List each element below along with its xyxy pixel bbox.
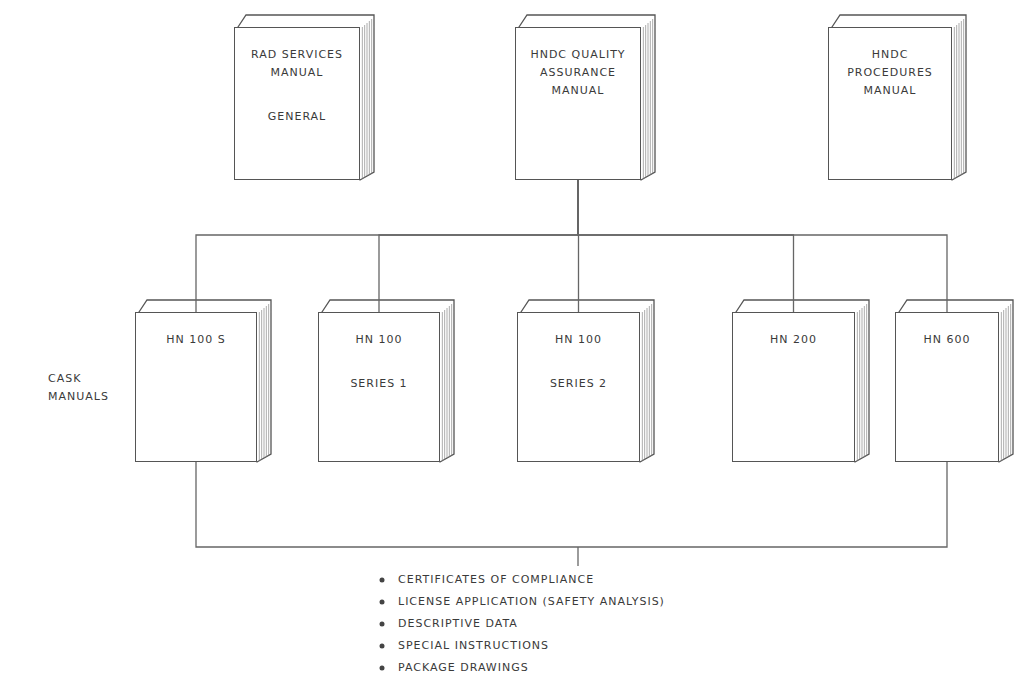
manual-title: HN 100	[331, 331, 427, 349]
page-edge	[651, 304, 652, 455]
manual-book: HNDC QUALITY ASSURANCE MANUAL	[515, 27, 641, 180]
page-edge	[451, 304, 452, 455]
manual-title: HN 100	[531, 331, 627, 349]
manual-title: SERIES 1	[331, 375, 427, 393]
manual-book: HN 600	[895, 312, 999, 462]
page-edge	[864, 306, 865, 457]
page-edge	[447, 308, 448, 458]
page-edge	[261, 310, 262, 459]
page-edge	[1008, 306, 1009, 457]
manual-title: HN 100 S	[148, 331, 244, 349]
manual-book: HN 200	[732, 312, 855, 462]
page-edge	[642, 312, 643, 461]
bracket-stem	[577, 547, 578, 566]
manual-book: HN 100SERIES 1	[318, 312, 440, 462]
manual-book: RAD SERVICES MANUAL GENERAL	[234, 27, 360, 180]
contents-item: CERTIFICATES OF COMPLIANCE	[398, 571, 594, 589]
group-label: CASK MANUALS	[48, 370, 128, 405]
manual-title: HN 200	[746, 331, 842, 349]
page-edge	[444, 310, 445, 459]
contents-item: SPECIAL INSTRUCTIONS	[398, 637, 549, 655]
page-edge	[963, 19, 964, 173]
page-edge	[649, 306, 650, 457]
bracket	[196, 462, 947, 547]
page-edge	[645, 25, 646, 177]
page-edge	[264, 308, 265, 458]
bullet	[380, 644, 385, 649]
page-edge	[367, 23, 368, 176]
manual-title: HN 600	[902, 331, 992, 349]
contents-item: DESCRIPTIVE DATA	[398, 615, 518, 633]
manual-book: HN 100SERIES 2	[517, 312, 640, 462]
page-edge	[266, 306, 267, 457]
page-edge	[959, 23, 960, 176]
page-edge	[268, 304, 269, 455]
page-edge	[449, 306, 450, 457]
page-edge	[1001, 312, 1002, 461]
manual-book: HN 100 S	[135, 312, 257, 462]
page-edge	[857, 312, 858, 461]
page-edge	[859, 310, 860, 459]
page-edge	[1003, 310, 1004, 459]
page-edge	[866, 304, 867, 455]
bullet	[380, 622, 385, 627]
page-edge	[371, 19, 372, 173]
contents-item: LICENSE APPLICATION (SAFETY ANALYSIS)	[398, 593, 665, 611]
page-edge	[369, 21, 370, 175]
manual-title: SERIES 2	[531, 375, 627, 393]
page-edge	[362, 27, 363, 179]
page-edge	[954, 27, 955, 179]
bullet	[380, 578, 385, 583]
page-edge	[961, 21, 962, 175]
page-edge	[650, 21, 651, 175]
page-edge	[648, 23, 649, 176]
page-edge	[442, 312, 443, 461]
bullet	[380, 666, 385, 671]
page-edge	[862, 308, 863, 458]
page-edge	[1006, 308, 1007, 458]
page-edge	[259, 312, 260, 461]
manual-title: HNDC PROCEDURES MANUAL	[842, 46, 938, 100]
page-edge	[643, 27, 644, 179]
tree-connector	[578, 180, 794, 312]
manual-title: GENERAL	[249, 108, 345, 126]
page-edge	[652, 19, 653, 173]
manual-title: HNDC QUALITY ASSURANCE MANUAL	[530, 46, 626, 100]
page-edge	[956, 25, 957, 177]
page-edge	[364, 25, 365, 177]
manual-book: HNDC PROCEDURES MANUAL	[828, 27, 952, 180]
page-edge	[644, 310, 645, 459]
manual-title: RAD SERVICES MANUAL	[249, 46, 345, 82]
page-edge	[647, 308, 648, 458]
bullet	[380, 600, 385, 605]
page-edge	[1010, 304, 1011, 455]
contents-item: PACKAGE DRAWINGS	[398, 659, 529, 677]
tree-connector	[196, 180, 578, 312]
tree-connector	[379, 180, 578, 312]
tree-connector	[578, 180, 947, 312]
